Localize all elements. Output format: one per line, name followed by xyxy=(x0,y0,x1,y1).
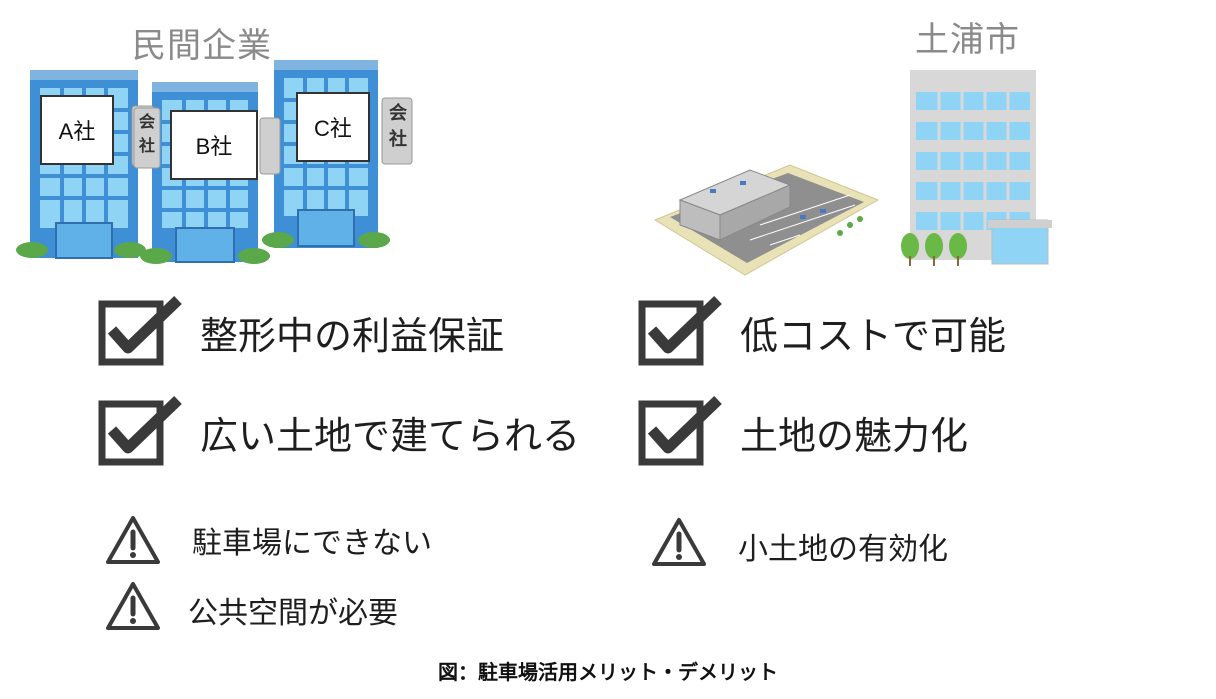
warning-triangle-icon-2 xyxy=(106,582,160,630)
merit-checkbox-icon-4 xyxy=(638,396,722,466)
merit-checkbox-icon-1 xyxy=(98,296,182,366)
merit-right-1: 低コストで可能 xyxy=(740,314,1007,358)
warning-triangle-icon-1 xyxy=(106,516,160,564)
company-label-c: C社 xyxy=(296,92,370,162)
parking-lot-illustration xyxy=(653,164,880,276)
demerit-left-2: 公共空間が必要 xyxy=(188,596,398,631)
merit-checkbox-icon-3 xyxy=(638,296,722,366)
merit-left-2: 広い土地で建てられる xyxy=(200,414,581,458)
company-sign-1: 会社 xyxy=(138,112,155,155)
company-label-b: B社 xyxy=(170,110,258,180)
tsuchiura-city-heading: 土浦市 xyxy=(915,20,1020,60)
demerit-left-1: 駐車場にできない xyxy=(192,526,432,561)
private-company-heading: 民間企業 xyxy=(132,26,272,66)
company-label-a: A社 xyxy=(40,95,114,165)
warning-triangle-icon-3 xyxy=(652,518,706,566)
city-hall-illustration xyxy=(901,70,1052,266)
merit-right-2: 土地の魅力化 xyxy=(740,414,969,458)
demerit-right-1: 小土地の有効化 xyxy=(738,532,948,567)
figure-caption: 図：駐車場活用メリット・デメリット xyxy=(438,660,778,684)
company-sign-3: 会社 xyxy=(389,103,407,150)
merit-left-1: 整形中の利益保証 xyxy=(200,314,505,358)
merit-checkbox-icon-2 xyxy=(98,396,182,466)
